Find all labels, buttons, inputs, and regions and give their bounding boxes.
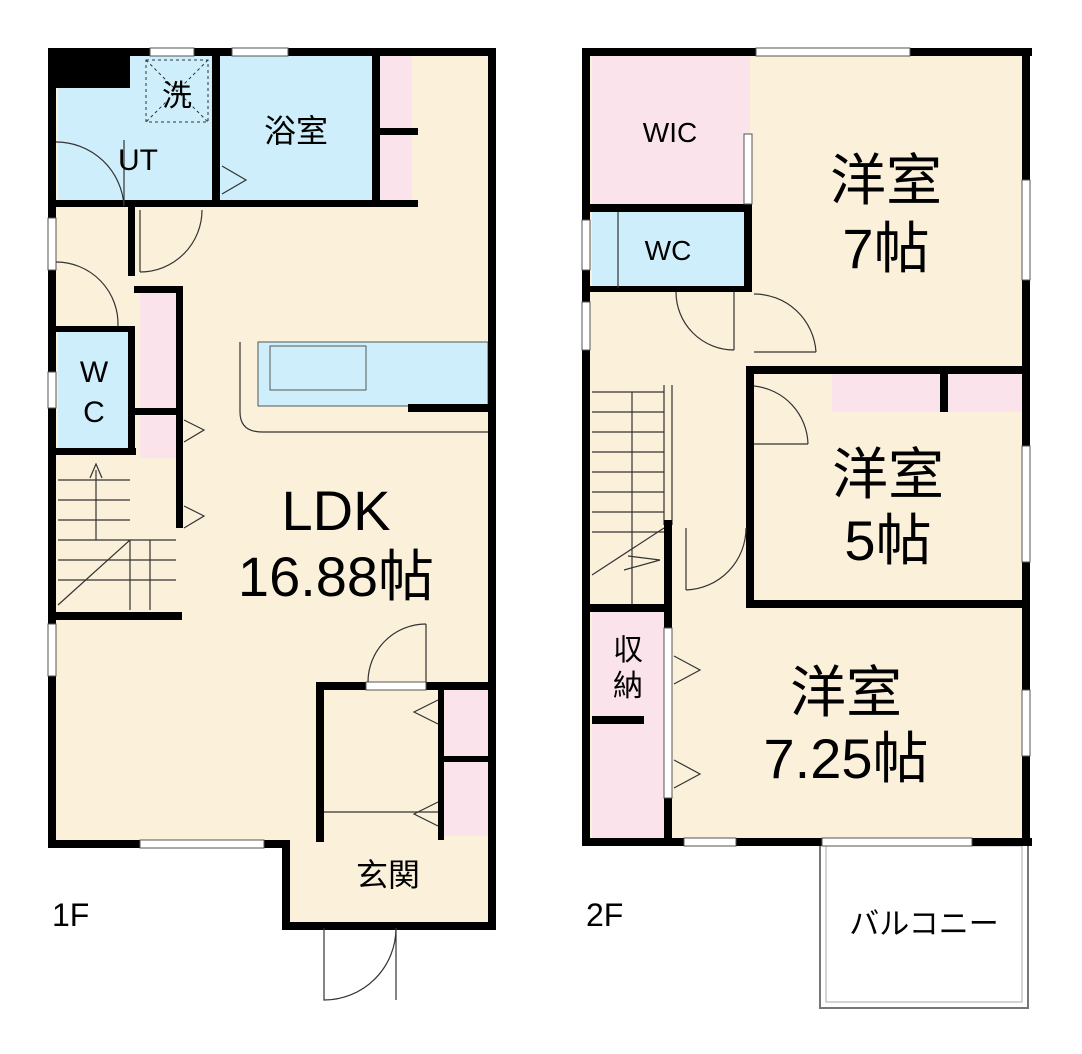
wic-area <box>592 56 750 204</box>
bedroom3-name-label: 洋室 <box>790 661 902 724</box>
balcony-label: バルコニー <box>849 908 998 941</box>
bedroom2-size-label: 5帖 <box>844 509 931 572</box>
storage-label-top: 収 <box>613 634 643 667</box>
ut-label: UT <box>118 144 158 177</box>
laundry-label: 洗 <box>162 80 192 113</box>
floor-1: 洗 UT 浴室 W C LDK 16.88帖 玄関 1F <box>47 47 496 1001</box>
storage-left1 <box>140 292 176 410</box>
wic-label: WIC <box>643 117 697 148</box>
wc1-label-top: W <box>80 356 109 389</box>
bedroom1-name-label: 洋室 <box>830 149 942 212</box>
entrance-label: 玄関 <box>356 857 420 893</box>
balcony-area <box>819 841 1029 1009</box>
wc2-label: WC <box>645 235 692 266</box>
wc2-area <box>592 212 744 288</box>
stairs-2f <box>591 385 673 605</box>
bath-label: 浴室 <box>264 113 328 149</box>
shuno-area <box>592 612 664 838</box>
storage-label-bottom: 納 <box>613 670 643 703</box>
floor2-level-label: 2F <box>586 897 623 933</box>
floor1-level-label: 1F <box>52 897 89 933</box>
ldk-size-label: 16.88帖 <box>238 545 434 608</box>
bedroom2-name-label: 洋室 <box>832 443 944 506</box>
floor-2: WIC WC 洋室 7帖 洋室 5帖 洋室 7.25帖 収 納 バルコニー 2F <box>581 47 1032 1009</box>
wc1-area <box>58 330 130 448</box>
wc1-label-bottom: C <box>83 396 105 429</box>
bedroom1-size-label: 7帖 <box>842 217 929 280</box>
entrance-floor <box>290 840 495 925</box>
sink <box>269 345 367 391</box>
washer-box <box>145 59 209 123</box>
bedroom3-size-label: 7.25帖 <box>764 727 929 790</box>
storage-strip-2f <box>832 374 1024 412</box>
stairs-1f <box>57 458 176 610</box>
ldk-name-label: LDK <box>282 479 391 542</box>
